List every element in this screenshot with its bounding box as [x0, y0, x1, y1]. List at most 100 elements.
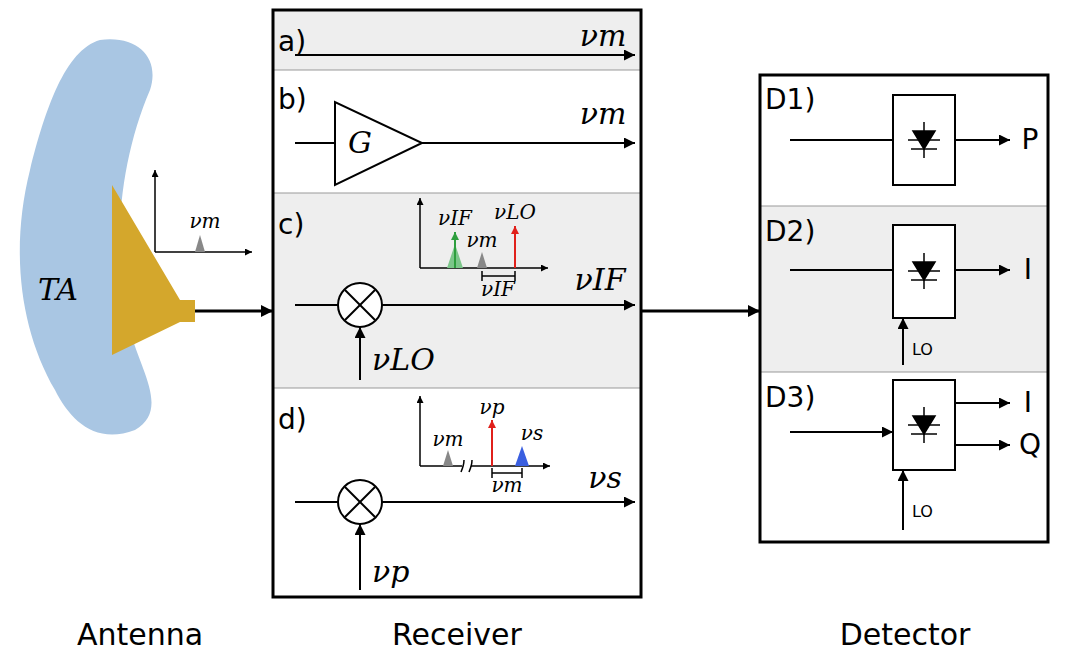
band-fill: [273, 193, 641, 388]
pump-spectrum: [515, 446, 529, 466]
band-separator: [273, 193, 641, 194]
antenna-spectrum: [155, 170, 252, 252]
pump-spectrum: [443, 450, 453, 466]
detector-box: [893, 225, 955, 318]
diode-symbol: [908, 139, 940, 141]
signal-line: [422, 142, 635, 144]
detector-line: [955, 444, 1010, 446]
horn-antenna: [112, 185, 195, 355]
signal-line: [295, 304, 338, 306]
diode-symbol: [908, 122, 940, 443]
if-spectrum: [454, 232, 456, 268]
node-text: νs: [588, 461, 622, 496]
box-outline: [760, 75, 1048, 542]
node-text: LO: [912, 503, 933, 521]
pump-spectrum: [462, 459, 471, 473]
if-spectrum: [514, 226, 516, 268]
node-text: LO: [912, 341, 933, 359]
detector-box: [893, 95, 955, 185]
box-outline: [273, 10, 641, 597]
signal-label: νm: [432, 428, 463, 451]
band-separator: [760, 206, 1048, 207]
node-text: Receiver: [392, 618, 522, 653]
node-text: I: [1024, 254, 1032, 286]
band-fill: [760, 206, 1048, 372]
detector-line: [955, 402, 1010, 404]
diode-symbol: [908, 424, 940, 426]
signal-label: νs: [521, 422, 543, 445]
node-text: νIF: [575, 263, 626, 298]
signal-label: νp: [480, 396, 505, 419]
detector-line: [902, 318, 904, 365]
signal-label: νIF: [481, 278, 515, 301]
diode-symbol: [911, 148, 937, 150]
node-text: TA: [38, 273, 78, 308]
if-spectrum: [419, 198, 421, 268]
pump-spectrum: [469, 460, 472, 472]
pump-spectrum: [491, 420, 493, 466]
pump-spectrum: [419, 396, 421, 466]
detector-line: [790, 139, 893, 141]
mixer-symbol: [338, 283, 382, 327]
amplifier-symbol: [335, 102, 422, 185]
mixer-symbol: [345, 487, 375, 517]
detector-line: [790, 140, 1010, 530]
detector-line: [790, 431, 893, 433]
signal-line: [295, 142, 335, 144]
diode-symbol: [908, 270, 940, 272]
node-text: P: [1022, 124, 1039, 156]
detector-box: D1)PD2)ILOD3)IQLODetector: [760, 75, 1048, 542]
pump-spectrum: [461, 460, 464, 472]
mixer-symbol: [345, 290, 375, 320]
node-text: b): [278, 84, 307, 116]
node-text: D1): [765, 84, 815, 116]
signal-label: Antenna: [77, 618, 203, 653]
node-text: G: [348, 126, 372, 161]
horn-antenna: [112, 185, 195, 355]
detector-line: [790, 269, 893, 271]
pump-spectrum: [420, 465, 550, 467]
box-outline: [273, 10, 1048, 597]
detector-band: D3)IQLO: [760, 372, 1048, 542]
diode-symbol: [911, 279, 937, 281]
signal-line: [359, 327, 361, 380]
mixer-symbol: [345, 290, 375, 320]
signal-line: [359, 524, 361, 590]
detector-band: D2) I LO: [760, 206, 1048, 372]
signal-line: [295, 54, 635, 56]
signal-label: νIF: [438, 207, 472, 230]
if-spectrum: [420, 198, 548, 281]
band-fill: [273, 10, 1048, 388]
detector-line: [902, 470, 904, 530]
band-fill: [273, 10, 641, 70]
node-text: D2): [765, 216, 815, 248]
signal-line: [382, 501, 635, 503]
detector-line: [955, 269, 1010, 271]
antenna: TA: [10, 35, 195, 435]
detector-band: D1) P: [760, 75, 1048, 206]
mixer-symbol: [345, 487, 375, 517]
signal-connector: [641, 310, 760, 313]
amplifier-symbol: [335, 102, 422, 185]
antenna-spectrum: [195, 235, 205, 252]
node-text: d): [278, 404, 307, 436]
signal-label: νm: [466, 229, 497, 252]
receiver-band: a)νm: [273, 10, 641, 70]
node-text: c): [278, 209, 304, 241]
node-text: I: [1024, 387, 1032, 419]
signal-connector: [195, 310, 273, 313]
node-text: νm: [580, 19, 627, 54]
receiver-band: b)Gνm: [273, 70, 641, 193]
detector-line: [955, 139, 1010, 141]
signal-line: [382, 304, 635, 306]
detector-box: [893, 95, 955, 470]
node-text: νp: [372, 555, 409, 590]
band-separator: [273, 388, 641, 389]
signal-label: νm: [189, 210, 220, 233]
band-separator: [760, 372, 1048, 373]
node-text: νLO: [372, 343, 435, 378]
